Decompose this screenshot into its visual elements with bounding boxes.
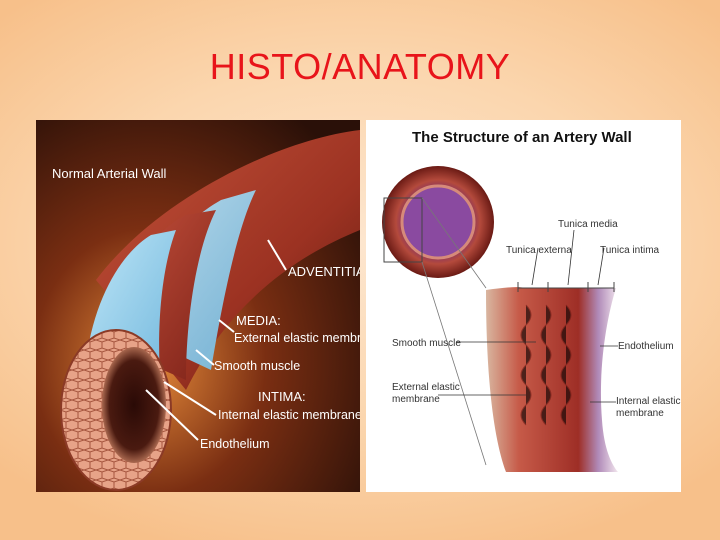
intima-label: INTIMA:: [258, 389, 306, 404]
slide-title: HISTO/ANATOMY: [209, 46, 511, 87]
artery-structure-title: The Structure of an Artery Wall: [412, 129, 632, 146]
external-elastic-label-line2: membrane: [392, 394, 440, 405]
smooth-muscle-label: Smooth muscle: [214, 359, 300, 373]
external-elastic-label: External elastic membrane: [234, 331, 360, 345]
normal-arterial-wall-label: Normal Arterial Wall: [52, 166, 166, 181]
endothelium-label-right: Endothelium: [618, 341, 674, 352]
internal-elastic-label: Internal elastic membrane: [218, 408, 360, 422]
artery-wall-section: [486, 287, 618, 472]
artery-wall-structure-figure: The Structure of an Artery Wall: [366, 120, 681, 492]
arterial-wall-illustration: Normal Arterial Wall ADVENTITIA MEDIA: E…: [36, 120, 382, 492]
tunica-media-label: Tunica media: [558, 219, 618, 230]
lumen: [102, 347, 166, 463]
adventitia-label: ADVENTITIA: [288, 264, 360, 279]
media-label: MEDIA:: [236, 313, 281, 328]
internal-elastic-label-line2: membrane: [616, 408, 664, 419]
tunica-externa-label: Tunica externa: [506, 245, 572, 256]
tunica-intima-label: Tunica intima: [600, 245, 660, 256]
zoom-box: [383, 197, 423, 263]
endothelium-label: Endothelium: [200, 437, 270, 451]
artery-structure-svg: The Structure of an Artery Wall: [382, 129, 680, 472]
arterial-wall-svg: Normal Arterial Wall ADVENTITIA MEDIA: E…: [36, 120, 382, 492]
smooth-muscle-label-right: Smooth muscle: [392, 338, 461, 349]
external-elastic-label-line1: External elastic: [392, 382, 460, 393]
internal-elastic-label-line1: Internal elastic: [616, 396, 680, 407]
pointer-lines: [145, 239, 287, 441]
artery-lumen: [400, 184, 476, 260]
